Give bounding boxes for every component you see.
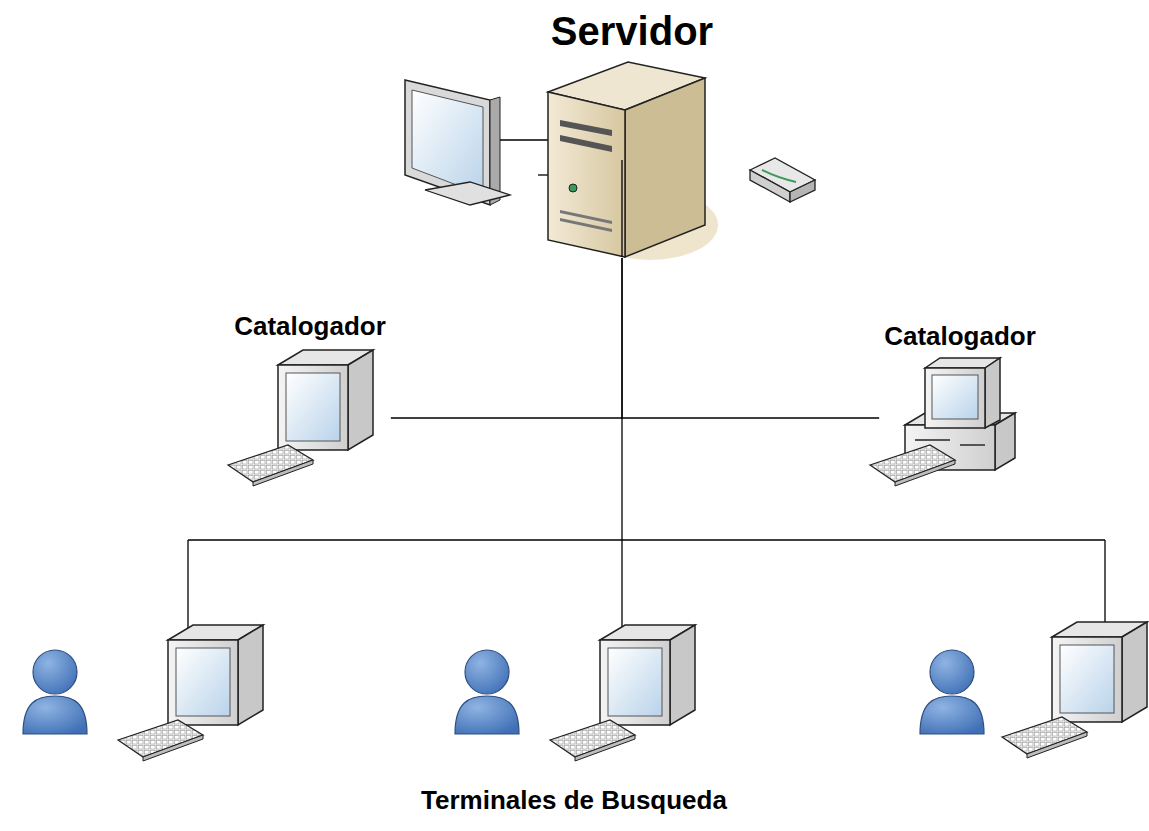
computer-node: Catalogador: [879, 322, 1041, 497]
network-cable: [622, 258, 879, 418]
computer-node: Servidor: [546, 8, 718, 258]
computer-node: Catalogador: [229, 312, 391, 492]
network-cable: [391, 258, 622, 418]
server-monitor: [405, 80, 548, 205]
group-label: Terminales de Busqueda: [421, 786, 727, 816]
node-label: Servidor: [546, 8, 718, 54]
router-icon: [750, 158, 815, 202]
cataloguer-desktop: [870, 358, 1015, 486]
node-label: Catalogador: [879, 322, 1041, 352]
server-tower: [548, 62, 718, 260]
search-terminals: [23, 622, 1147, 761]
node-label: Catalogador: [229, 312, 391, 342]
cataloguer-computer: [228, 350, 373, 486]
